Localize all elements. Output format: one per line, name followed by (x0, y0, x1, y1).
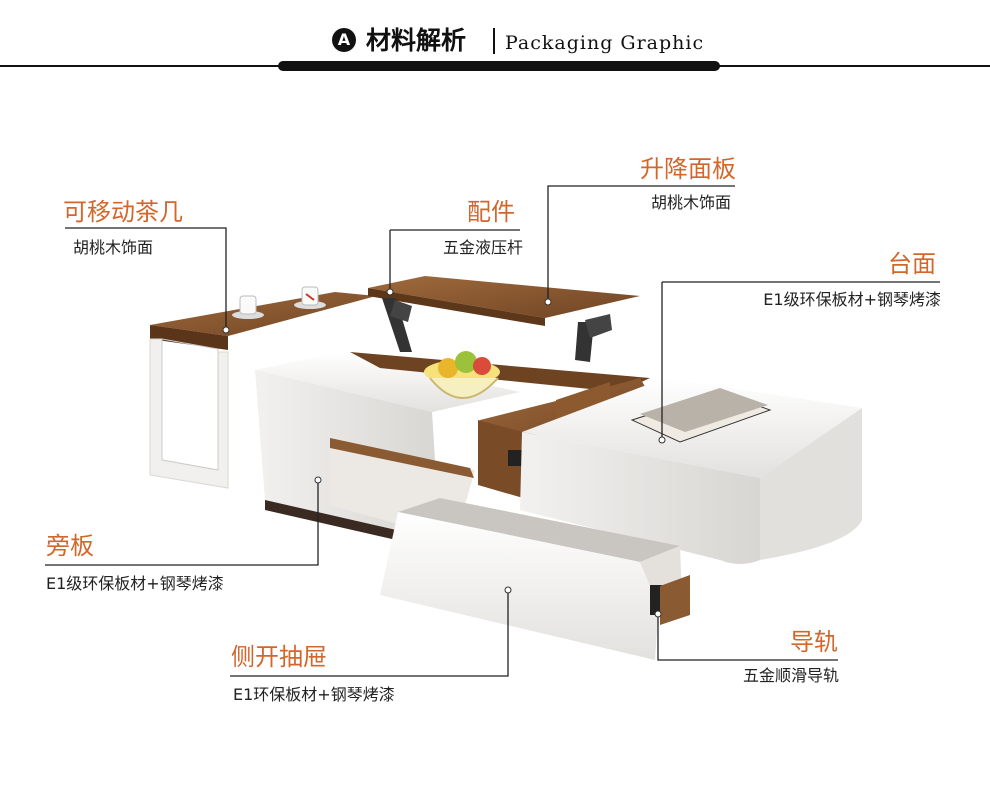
title-separator (493, 28, 495, 54)
callout-guide-rail-desc: 五金顺滑导轨 (742, 666, 839, 685)
callout-lift-panel-desc: 胡桃木饰面 (650, 193, 731, 212)
callout-side-drawer-title: 侧开抽屉 (231, 643, 327, 671)
callout-guide-rail-title: 导轨 (790, 628, 838, 656)
side-drawer (380, 498, 690, 660)
movable-side-table (149, 286, 376, 489)
callout-accessory-desc: 五金液压杆 (442, 238, 523, 257)
callout-side-panel-desc: E1级环保板材+钢琴烤漆 (46, 574, 224, 593)
callout-side-panel-title: 旁板 (46, 532, 94, 560)
page-subtitle: Packaging Graphic (505, 32, 705, 54)
page-title: 材料解析 (366, 26, 467, 55)
callout-accessory-title: 配件 (467, 198, 515, 226)
callout-side-drawer-desc: E1环保板材+钢琴烤漆 (233, 685, 395, 704)
lift-panel (368, 276, 640, 362)
callout-tabletop-title: 台面 (888, 250, 936, 278)
section-badge: A (332, 28, 356, 52)
header-bar (278, 61, 720, 71)
callout-movable-table-title: 可移动茶几 (63, 198, 183, 226)
fruit-bowl (424, 351, 500, 399)
callout-lift-panel-title: 升降面板 (640, 155, 736, 183)
callout-tabletop-desc: E1级环保板材+钢琴烤漆 (763, 290, 941, 309)
callout-movable-table-desc: 胡桃木饰面 (73, 238, 154, 257)
tabletop-right (520, 378, 862, 564)
